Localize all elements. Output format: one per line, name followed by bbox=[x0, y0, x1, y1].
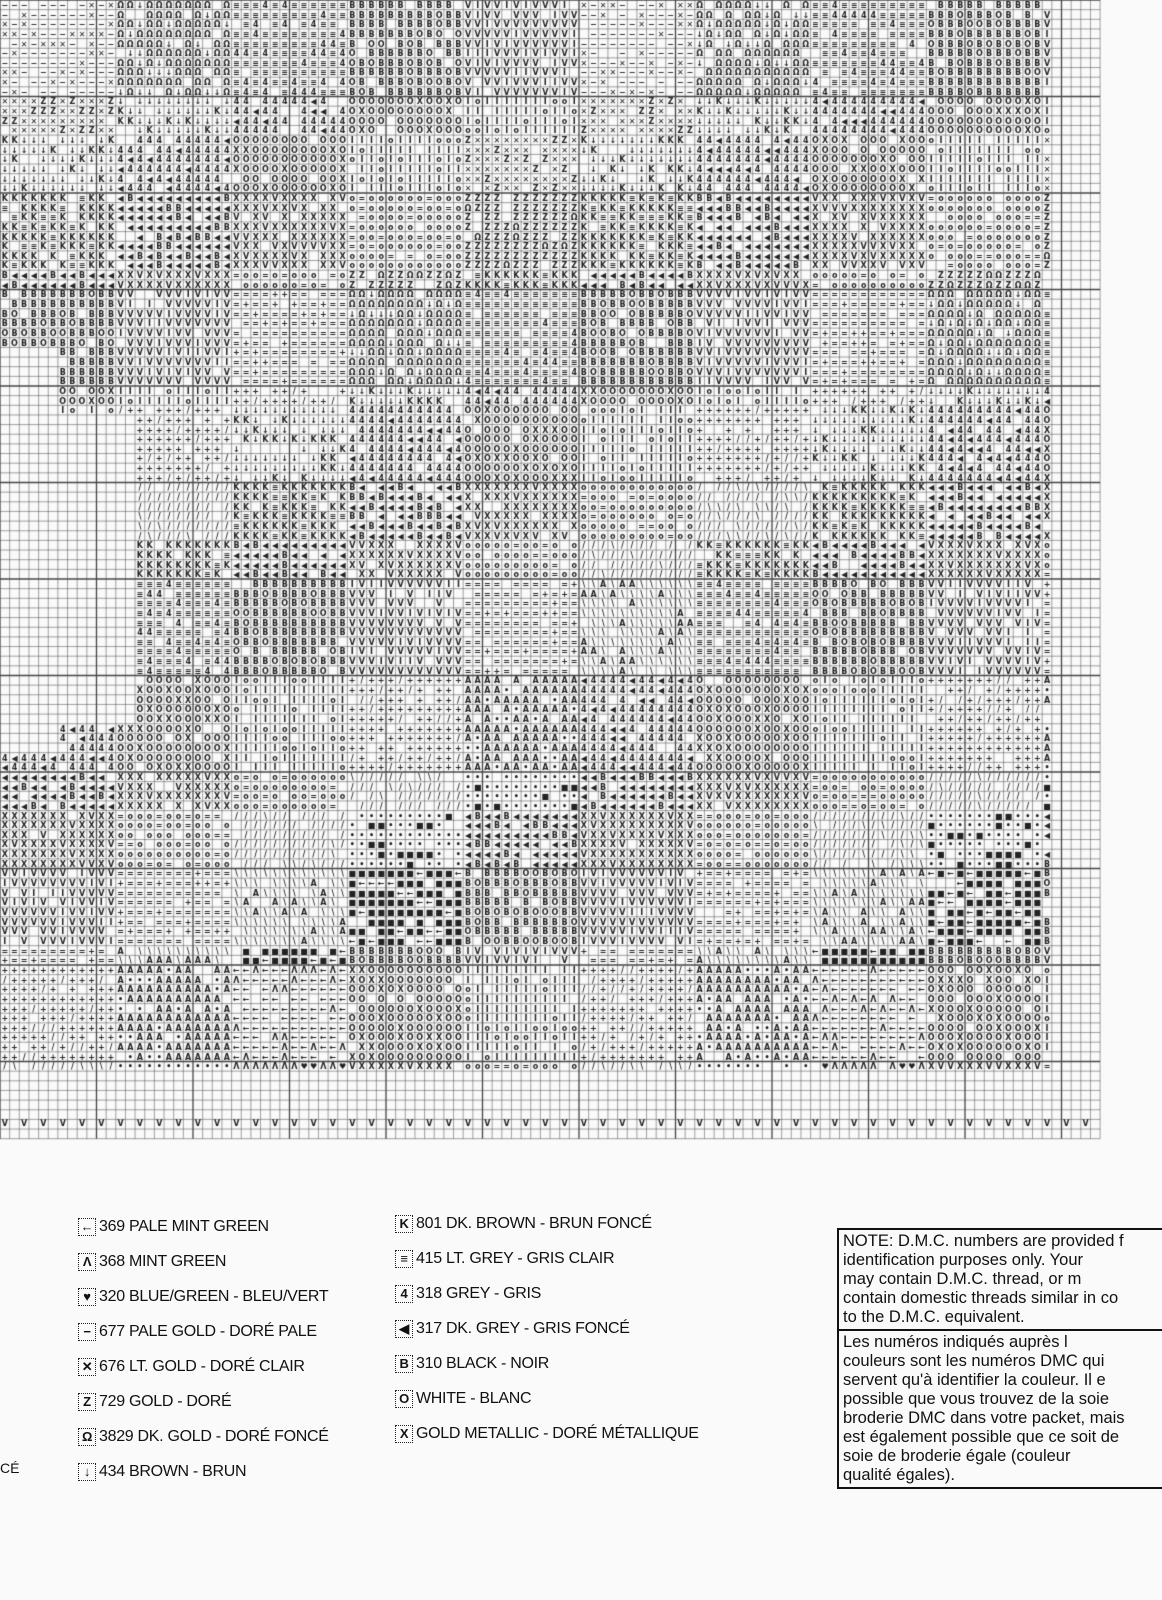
legend-label: 318 GREY - GRIS bbox=[416, 1285, 542, 1302]
legend-item: ↓434 BROWN - BRUN bbox=[78, 1461, 247, 1483]
legend-item: ←369 PALE MINT GREEN bbox=[78, 1216, 269, 1238]
stitch-symbol-icon: ↓ bbox=[78, 1463, 96, 1481]
note-french: Les numéros indiqués auprès l couleurs s… bbox=[839, 1331, 1162, 1487]
stitch-symbol-icon: − bbox=[78, 1323, 96, 1341]
legend-label: WHITE - BLANC bbox=[416, 1390, 532, 1407]
legend-item: ≡415 LT. GREY - GRIS CLAIR bbox=[395, 1248, 615, 1270]
stitch-symbol-icon: ✕ bbox=[78, 1358, 96, 1376]
legend-label: 369 PALE MINT GREEN bbox=[99, 1218, 269, 1235]
legend-label: 434 BROWN - BRUN bbox=[99, 1463, 247, 1480]
stitch-symbol-icon: K bbox=[395, 1215, 413, 1233]
note-line: qualité égales). bbox=[843, 1466, 955, 1484]
legend-label: 3829 DK. GOLD - DORÉ FONCÉ bbox=[99, 1428, 329, 1445]
stitch-symbol-icon: ← bbox=[78, 1218, 96, 1236]
legend-label: 368 MINT GREEN bbox=[99, 1253, 227, 1270]
legend-label: 320 BLUE/GREEN - BLEU/VERT bbox=[99, 1288, 329, 1305]
legend-label: 310 BLACK - NOIR bbox=[416, 1355, 550, 1372]
stitch-symbol-icon: ◀ bbox=[395, 1320, 413, 1338]
note-line: soie de broderie égale (couleur bbox=[843, 1447, 1071, 1465]
stitch-symbol-icon: X bbox=[395, 1425, 413, 1443]
stitch-symbol-icon: Ω bbox=[78, 1428, 96, 1446]
stitch-symbol-icon: B bbox=[395, 1355, 413, 1373]
note-line: identification purposes only. Your bbox=[843, 1251, 1084, 1269]
stitch-symbol-icon: ♥ bbox=[78, 1288, 96, 1306]
stitch-symbol-icon: Z bbox=[78, 1393, 96, 1411]
legend-label: 801 DK. BROWN - BRUN FONCÉ bbox=[416, 1215, 652, 1232]
legend-item: ♥320 BLUE/GREEN - BLEU/VERT bbox=[78, 1286, 329, 1308]
legend-label: 415 LT. GREY - GRIS CLAIR bbox=[416, 1250, 615, 1267]
stitch-symbol-icon: O bbox=[395, 1390, 413, 1408]
cross-stitch-chart-grid bbox=[0, 0, 1105, 1170]
legend-label: 676 LT. GOLD - DORÉ CLAIR bbox=[99, 1358, 305, 1375]
note-line: to the D.M.C. equivalent. bbox=[843, 1308, 1025, 1326]
stitch-symbol-icon: 4 bbox=[395, 1285, 413, 1303]
legend-label: GOLD METALLIC - DORÉ MÉTALLIQUE bbox=[416, 1425, 699, 1442]
note-line: NOTE: D.M.C. numbers are provided f bbox=[843, 1232, 1124, 1250]
stitch-symbol-icon: ≡ bbox=[395, 1250, 413, 1268]
note-line: couleurs sont les numéros DMC qui bbox=[843, 1352, 1105, 1370]
legend-label: 677 PALE GOLD - DORÉ PALE bbox=[99, 1323, 317, 1340]
note-line: may contain D.M.C. thread, or m bbox=[843, 1270, 1082, 1288]
legend-item: −677 PALE GOLD - DORÉ PALE bbox=[78, 1321, 317, 1343]
note-line: servent qu'à identifier la couleur. Il e bbox=[843, 1371, 1106, 1389]
note-line: contain domestic threads similar in co bbox=[843, 1289, 1119, 1307]
note-line: possible que vous trouvez de la soie bbox=[843, 1390, 1109, 1408]
cropped-text-fragment: CÉ bbox=[0, 1460, 20, 1476]
legend-label: 729 GOLD - DORÉ bbox=[99, 1393, 232, 1410]
note-line: Les numéros indiqués auprès l bbox=[843, 1333, 1068, 1351]
stitch-symbol-icon: Λ bbox=[78, 1253, 96, 1271]
legend-item: ◀317 DK. GREY - GRIS FONCÉ bbox=[395, 1318, 630, 1340]
legend-item: ✕676 LT. GOLD - DORÉ CLAIR bbox=[78, 1356, 305, 1378]
note-english: NOTE: D.M.C. numbers are provided f iden… bbox=[839, 1230, 1162, 1331]
note-line: est également possible que ce soit de bbox=[843, 1428, 1120, 1446]
dmc-note-box: NOTE: D.M.C. numbers are provided f iden… bbox=[837, 1228, 1162, 1489]
legend-label: 317 DK. GREY - GRIS FONCÉ bbox=[416, 1320, 630, 1337]
note-line: broderie DMC dans votre packet, mais bbox=[843, 1409, 1125, 1427]
